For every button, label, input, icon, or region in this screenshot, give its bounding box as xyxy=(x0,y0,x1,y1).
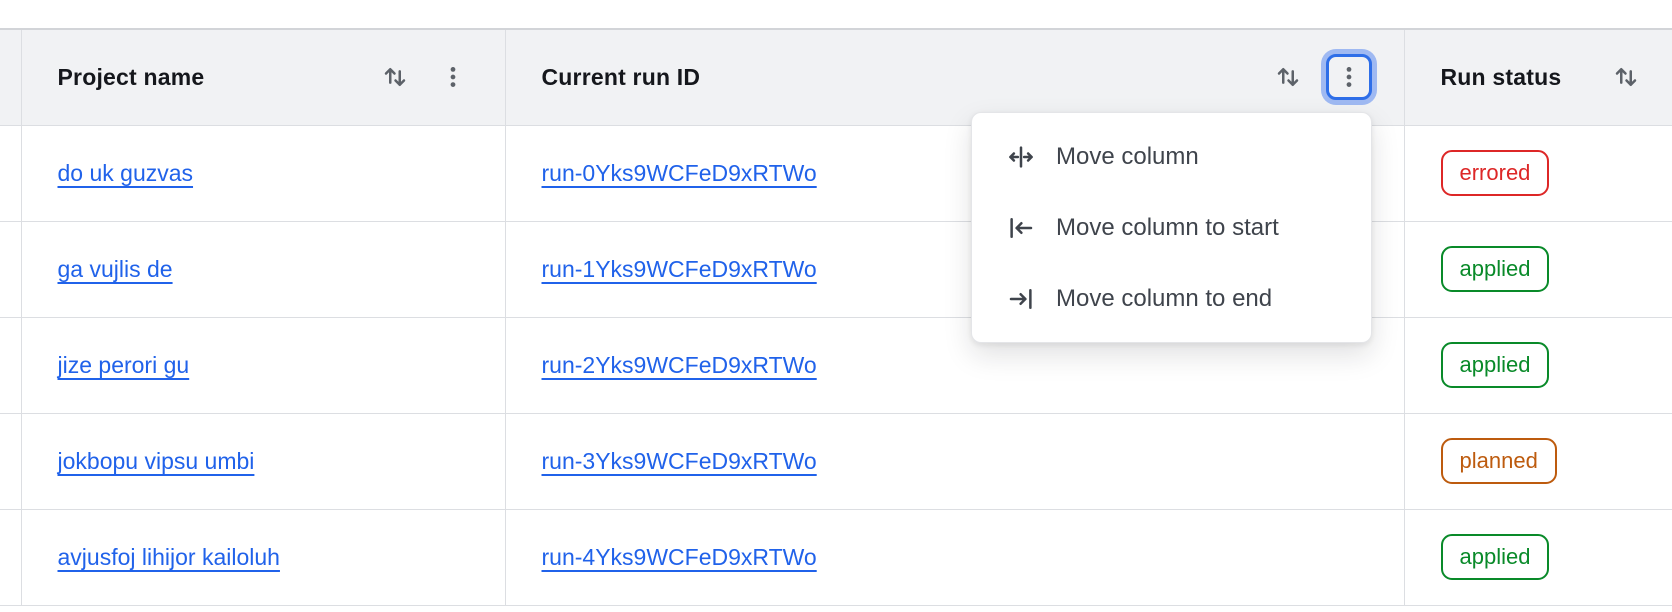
menu-item-move-column-to-start[interactable]: Move column to start xyxy=(972,192,1371,263)
menu-item-label: Move column xyxy=(1056,142,1199,170)
table-row: avjusfoj lihijor kailoluh run-4Yks9WCFeD9… xyxy=(0,509,1672,606)
run-id-link[interactable]: run-2Yks9WCFeD9xRTWo xyxy=(541,351,817,378)
row-stub-cell xyxy=(0,125,22,222)
project-name-link[interactable]: jokbopu vipsu umbi xyxy=(57,447,255,474)
run-status-badge: applied xyxy=(1440,246,1550,292)
column-label-current-run-id: Current run ID xyxy=(541,63,701,90)
table-row: ga vujlis de run-1Yks9WCFeD9xRTWo applied xyxy=(0,221,1672,318)
run-status-badge: errored xyxy=(1440,150,1550,196)
move-column-icon xyxy=(1006,142,1036,172)
run-id-link[interactable]: run-3Yks9WCFeD9xRTWo xyxy=(541,447,817,474)
header-row: Project name Current run ID xyxy=(0,28,1672,126)
run-id-link[interactable]: run-0Yks9WCFeD9xRTWo xyxy=(541,159,817,186)
menu-item-move-column[interactable]: Move column xyxy=(972,121,1371,192)
column-menu-button-current-run-id[interactable] xyxy=(1325,54,1372,101)
row-stub-cell xyxy=(0,317,22,414)
move-column-start-icon xyxy=(1006,213,1036,243)
swap-vertical-icon xyxy=(1611,62,1641,92)
column-label-project-name: Project name xyxy=(57,63,205,90)
header-cell-project-name: Project name xyxy=(21,28,506,126)
menu-item-label: Move column to start xyxy=(1056,213,1279,241)
run-id-link[interactable]: run-1Yks9WCFeD9xRTWo xyxy=(541,255,817,282)
sort-button-current-run-id[interactable] xyxy=(1268,57,1308,97)
move-column-end-icon xyxy=(1006,284,1036,314)
sort-button-run-status[interactable] xyxy=(1606,57,1646,97)
column-label-run-status: Run status xyxy=(1440,63,1562,90)
swap-vertical-icon xyxy=(1273,62,1303,92)
kebab-icon xyxy=(1336,64,1362,90)
project-name-link[interactable]: jize perori gu xyxy=(57,351,190,378)
menu-item-move-column-to-end[interactable]: Move column to end xyxy=(972,263,1371,334)
run-status-badge: planned xyxy=(1440,438,1557,484)
table-row: do uk guzvas run-0Yks9WCFeD9xRTWo errored xyxy=(0,125,1672,222)
row-stub-cell xyxy=(0,509,22,606)
kebab-icon xyxy=(440,64,466,90)
project-name-link[interactable]: do uk guzvas xyxy=(57,159,194,186)
table-row: jize perori gu run-2Yks9WCFeD9xRTWo applie… xyxy=(0,317,1672,414)
table-row: jokbopu vipsu umbi run-3Yks9WCFeD9xRTWo pl… xyxy=(0,413,1672,510)
menu-item-label: Move column to end xyxy=(1056,284,1273,312)
run-status-badge: applied xyxy=(1440,342,1550,388)
run-id-link[interactable]: run-4Yks9WCFeD9xRTWo xyxy=(541,543,817,570)
projects-table: Project name Current run ID xyxy=(0,28,1672,606)
header-cell-run-status: Run status xyxy=(1404,28,1672,126)
header-cell-current-run-id: Current run ID xyxy=(505,28,1405,126)
column-menu-button-project-name[interactable] xyxy=(433,57,473,97)
project-name-link[interactable]: ga vujlis de xyxy=(57,255,173,282)
project-name-link[interactable]: avjusfoj lihijor kailoluh xyxy=(57,543,280,570)
swap-vertical-icon xyxy=(380,62,410,92)
row-stub-cell xyxy=(0,413,22,510)
run-status-badge: applied xyxy=(1440,534,1550,580)
header-stub-cell xyxy=(0,28,22,126)
sort-button-project-name[interactable] xyxy=(375,57,415,97)
row-stub-cell xyxy=(0,221,22,318)
